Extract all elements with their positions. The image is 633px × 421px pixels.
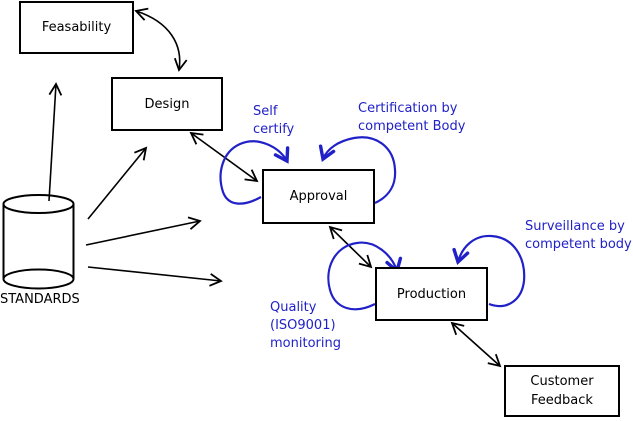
loop-self-certify <box>219 140 290 205</box>
arrow-feasability-design <box>134 7 188 72</box>
node-feasability-label: Feasability <box>41 20 112 35</box>
standards-cylinder <box>2 194 75 290</box>
arrow-approval-production <box>328 225 373 269</box>
annotation-surveillance: Surveillance by competent body <box>525 219 632 252</box>
annotation-self-certify: Self certify <box>253 104 295 137</box>
node-production-label: Production <box>396 286 467 302</box>
node-design: Design <box>111 77 223 131</box>
annotation-quality-monitoring: Quality (ISO9001) monitoring <box>270 300 341 351</box>
arrow-standards-design <box>87 146 148 220</box>
node-production: Production <box>375 267 488 321</box>
node-customer-feedback-label: Customer Feedback <box>530 374 594 408</box>
arrow-standards-production <box>87 266 223 287</box>
node-approval-label: Approval <box>289 189 348 204</box>
arrow-standards-feasability <box>48 82 63 202</box>
annotation-certification: Certification by competent Body <box>358 101 466 134</box>
loop-quality-monitoring <box>327 241 403 311</box>
node-feasability: Feasability <box>19 1 134 54</box>
arrow-production-customer-feedback <box>450 321 502 368</box>
loop-surveillance <box>452 234 526 307</box>
arrow-design-approval <box>189 131 259 183</box>
node-design-label: Design <box>144 96 190 112</box>
node-approval: Approval <box>262 169 375 224</box>
node-customer-feedback: Customer Feedback <box>504 365 620 417</box>
loop-certification <box>318 136 397 204</box>
standards-label: STANDARDS <box>0 292 80 307</box>
arrow-standards-approval <box>85 216 202 246</box>
